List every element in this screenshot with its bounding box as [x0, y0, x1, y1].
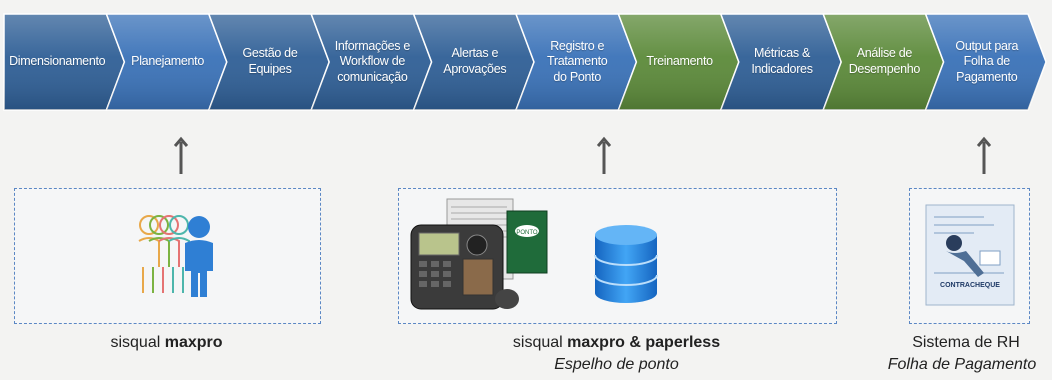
maxpro-box [14, 188, 321, 324]
svg-text:CONTRACHEQUE: CONTRACHEQUE [940, 282, 1000, 289]
people-icon [138, 215, 213, 297]
process-step-label: Gestão de Equipes [242, 46, 298, 76]
up-arrow-icon [597, 136, 611, 174]
process-step-gloss [208, 14, 330, 110]
process-step-gloss [516, 14, 637, 110]
process-step-gloss [4, 14, 125, 110]
up-arrow-icon [174, 136, 188, 174]
process-step-label: Métricas & Indicadores [751, 46, 813, 76]
process-step-label: Informações e Workflow de comunicação [334, 38, 411, 84]
process-step-label: Registro e Tratamento do Ponto [546, 38, 608, 84]
process-step-gloss [720, 14, 842, 110]
up-arrow-icon [977, 136, 991, 174]
process-step-label: Treinamento [646, 54, 713, 69]
paperless-subtitle: Espelho de ponto [554, 356, 679, 373]
process-step-label: Alertas e Aprovações [443, 46, 507, 76]
process-step-label: Output para Folha de Pagamento [955, 38, 1019, 84]
rh-subtitle: Folha de Pagamento [887, 356, 1037, 373]
process-step-gloss [618, 14, 739, 110]
process-step-label: Dimensionamento [9, 54, 106, 69]
time-clock-icon: PONTO [410, 198, 548, 310]
process-step-label: Planejamento [131, 54, 204, 69]
process-step-gloss [311, 14, 432, 110]
process-chevron-bar [3, 13, 1047, 111]
process-step-gloss [413, 14, 534, 110]
process-step-gloss [823, 14, 944, 110]
process-step-gloss [106, 14, 227, 110]
process-step-gloss [925, 14, 1046, 110]
rh-caption: Sistema de RH [912, 334, 1020, 351]
contracheque-icon: CONTRACHEQUE [925, 204, 1015, 306]
database-icon [594, 225, 658, 303]
paperless-box: PONTO [398, 188, 837, 324]
svg-text:PONTO: PONTO [516, 230, 538, 236]
process-step-label: Análise de Desempenho [848, 46, 921, 76]
rh-box: CONTRACHEQUE [909, 188, 1030, 324]
paperless-caption: sisqual maxpro & paperless [512, 334, 721, 351]
maxpro-caption: sisqual maxpro [110, 334, 223, 351]
